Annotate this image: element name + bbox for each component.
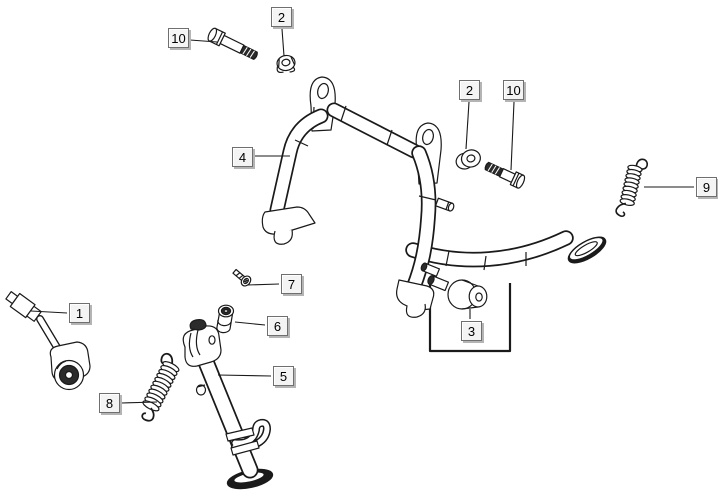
part-flanged-nut-drawing [276,54,296,74]
leader-line-bush [234,321,266,326]
part-hex-flange-bolt-right-drawing [484,161,526,189]
part-reference-box [428,281,512,353]
leader-line-bolt-right [510,101,515,171]
part-stand-lever-rod-drawing [5,291,91,391]
callout-9-spring-right[interactable]: 9 [696,177,717,197]
callout-2-washer[interactable]: 2 [459,80,480,100]
leader-line-spring-left [120,401,158,404]
part-hex-flange-bolt-upper-drawing [207,27,258,60]
callout-1-lever-rod[interactable]: 1 [69,303,90,323]
callout-4-center-stand[interactable]: 4 [232,147,253,167]
callout-3-roller[interactable]: 3 [461,321,482,341]
callout-8-spring-left[interactable]: 8 [99,393,120,413]
part-spacer-bush-drawing [216,304,235,334]
callout-10-bolt-upper[interactable]: 10 [168,28,189,48]
callout-6-bush[interactable]: 6 [267,316,288,336]
leader-line-side-stand [217,374,272,377]
part-center-stand-spring-drawing [615,158,649,218]
leader-line-bolt-upper [189,39,218,43]
callout-2-nut[interactable]: 2 [271,7,292,27]
leader-line-screw [246,283,280,286]
leader-line-nut [281,28,285,57]
part-small-screw-drawing [232,268,252,287]
part-center-stand-drawing [261,76,607,318]
part-side-stand-spring-drawing [141,352,180,422]
part-washer-drawing [455,149,481,170]
leader-line-lever-rod [30,310,68,314]
part-roller-spacer-drawing [447,279,488,310]
callout-7-screw[interactable]: 7 [281,274,302,294]
leader-line-washer [465,101,470,150]
leader-lines [30,28,694,404]
callout-5-side-stand[interactable]: 5 [273,366,294,386]
callout-10-bolt-right[interactable]: 10 [503,80,524,100]
part-side-stand-drawing [182,318,274,490]
